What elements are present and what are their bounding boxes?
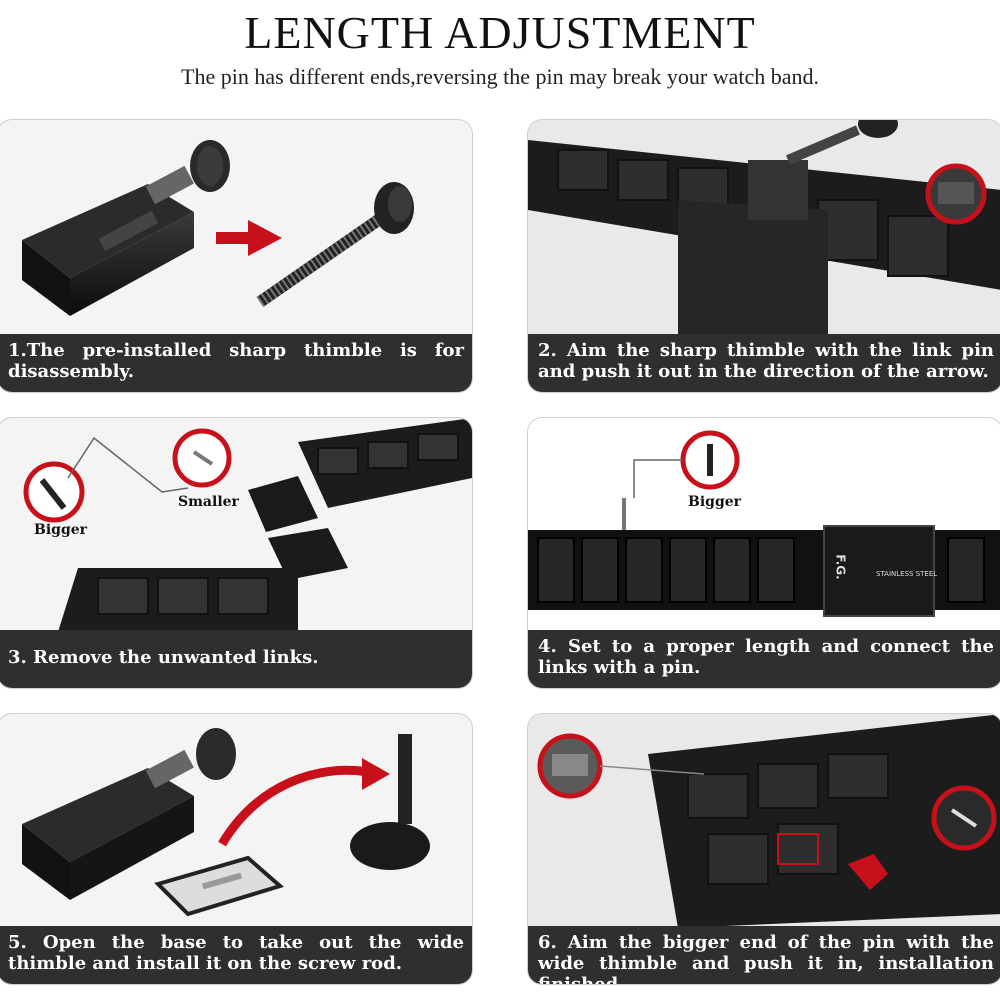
clasp-brand: F.G. xyxy=(833,554,848,580)
page-subtitle: The pin has different ends,reversing the… xyxy=(181,64,819,89)
watch-band-icon xyxy=(528,714,1000,928)
watch-band-icon xyxy=(528,418,1000,632)
bigger-label-2: Bigger xyxy=(688,494,742,510)
page-title: LENGTH ADJUSTMENT xyxy=(244,7,756,58)
arrow-right-icon xyxy=(216,220,282,256)
step-3-panel: Bigger Smaller 3. Remove the unwanted li… xyxy=(0,418,472,688)
step-2-caption: 2. Aim the sharp thimble with the link p… xyxy=(528,334,1000,392)
magnifier-callout-icon xyxy=(23,428,232,523)
step-5-caption: 5. Open the base to take out the wide th… xyxy=(0,926,472,984)
step-4-panel: Bigger F.G. STAINLESS STEEL 4. Set to a … xyxy=(528,418,1000,688)
watch-band-icon xyxy=(528,120,1000,334)
clasp-text: STAINLESS STEEL xyxy=(876,570,938,578)
screw-rod-icon xyxy=(256,182,414,307)
pin-remover-tool-icon xyxy=(22,140,414,316)
magnifier-callout-icon xyxy=(622,430,740,530)
step-2-panel: 2. Aim the sharp thimble with the link p… xyxy=(528,120,1000,392)
step-5-panel: 5. Open the base to take out the wide th… xyxy=(0,714,472,984)
step-1-panel: 1.The pre-installed sharp thimble is for… xyxy=(0,120,472,392)
smaller-label: Smaller xyxy=(178,494,239,510)
step-1-caption: 1.The pre-installed sharp thimble is for… xyxy=(0,334,472,392)
step-3-caption: 3. Remove the unwanted links. xyxy=(0,630,472,688)
bigger-label: Bigger xyxy=(34,522,88,538)
step-6-caption: 6. Aim the bigger end of the pin with th… xyxy=(528,926,1000,984)
step-6-panel: 6. Aim the bigger end of the pin with th… xyxy=(528,714,1000,984)
step-4-caption: 4. Set to a proper length and connect th… xyxy=(528,630,1000,688)
arrow-curve-icon xyxy=(218,765,369,847)
screw-rod-icon xyxy=(350,734,430,870)
pin-remover-tool-icon xyxy=(22,728,430,917)
magnifier-callout-icon xyxy=(537,733,997,851)
watch-band-icon xyxy=(23,418,472,632)
magnifier-callout-icon xyxy=(925,163,987,225)
